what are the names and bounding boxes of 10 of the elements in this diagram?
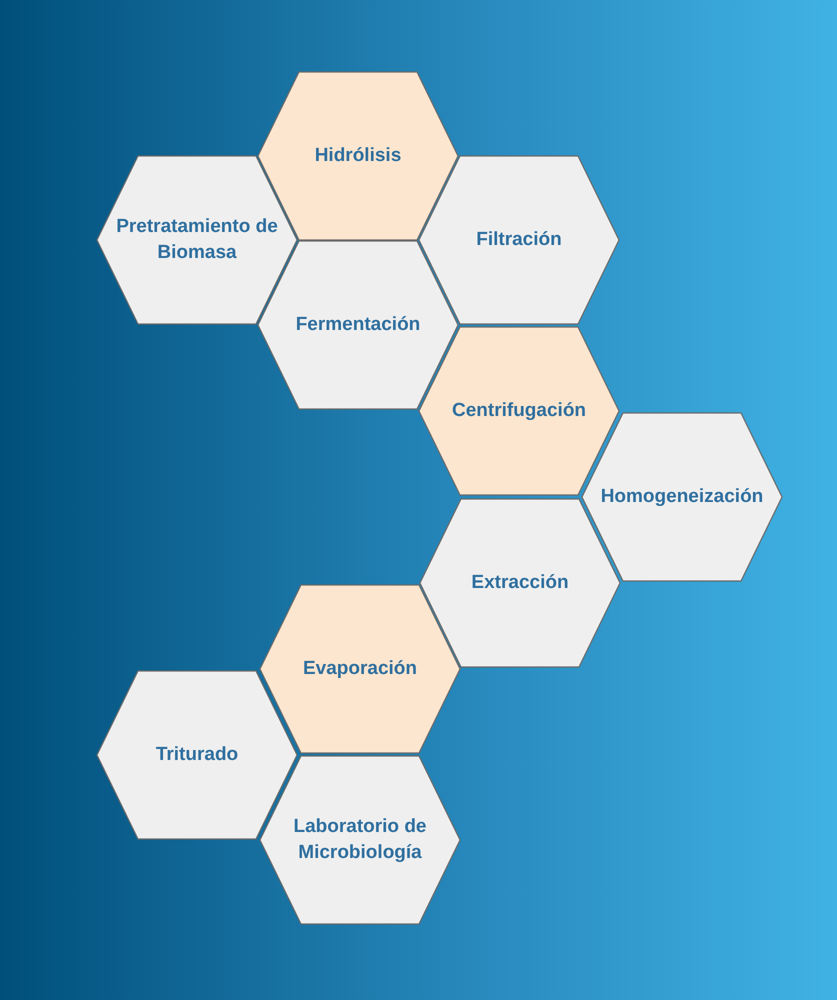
tile-label: Homogeneización <box>600 485 764 509</box>
tile-label: Laboratorio de Microbiología <box>292 815 428 865</box>
tile-label: Evaporación <box>302 657 418 681</box>
tile-label: Triturado <box>154 743 240 767</box>
tile-label: Filtración <box>475 228 563 252</box>
tile-label: Fermentación <box>294 313 422 337</box>
tile-label: Hidrólisis <box>314 144 402 168</box>
tile-label: Centrifugación <box>450 399 588 423</box>
tile-label: Pretratamiento de Biomasa <box>115 215 279 265</box>
tile-label: Extracción <box>470 571 570 595</box>
